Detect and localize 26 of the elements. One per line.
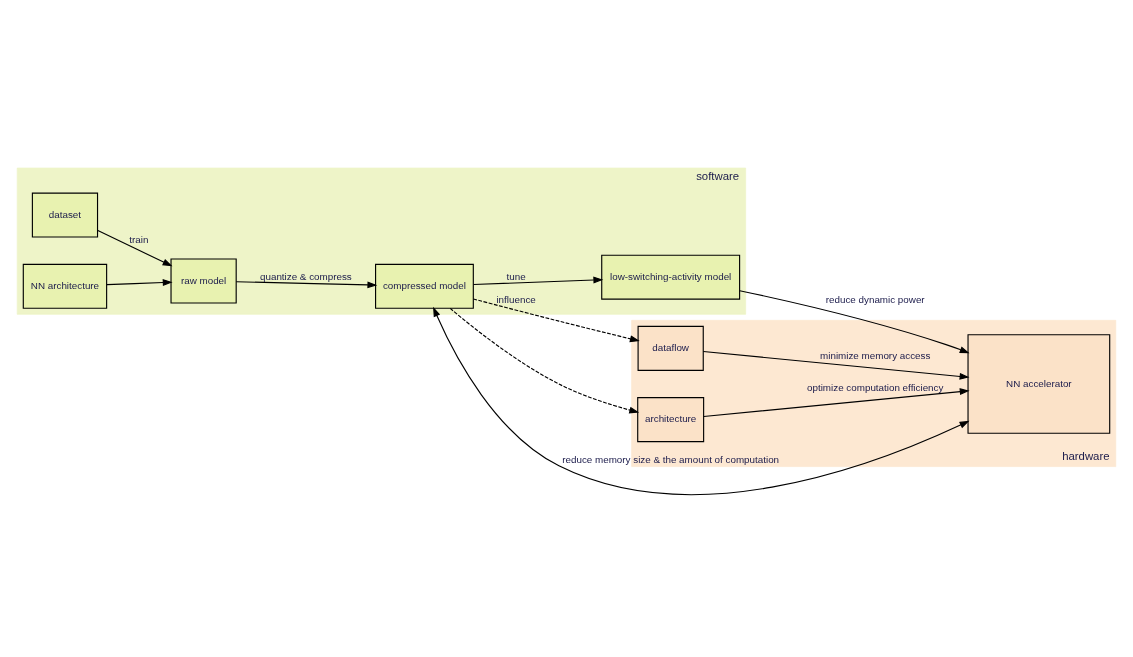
arrow (472, 298, 640, 343)
node-box: dataset (31, 192, 99, 238)
edge-label: reduce memory size & the amount of computation (562, 454, 780, 466)
edge-label: minimize memory access (820, 350, 931, 362)
edge-label: tune (506, 270, 526, 282)
arrow (97, 229, 173, 267)
edge-label: train (129, 234, 149, 246)
arrow (703, 388, 970, 418)
arrow (235, 281, 378, 289)
arrow (106, 279, 173, 286)
node-box: compressed model (375, 263, 474, 309)
node-box: NN architecture (22, 263, 108, 309)
arrow (433, 306, 970, 496)
node-box: dataflow (637, 325, 704, 371)
node-box: NN accelerator (967, 334, 1111, 434)
arrow (473, 276, 604, 286)
arrow (739, 290, 970, 354)
node-box: low-switching-activity model (601, 254, 741, 300)
edge-label: optimize computation efficiency (807, 382, 944, 394)
edge-label: influence (496, 293, 536, 305)
node-box: raw model (170, 258, 237, 304)
arrow (702, 350, 970, 380)
arrow (449, 307, 640, 414)
edge-label: reduce dynamic power (825, 294, 925, 306)
node-box: architecture (637, 397, 705, 443)
edge-label: quantize & compress (259, 270, 352, 282)
